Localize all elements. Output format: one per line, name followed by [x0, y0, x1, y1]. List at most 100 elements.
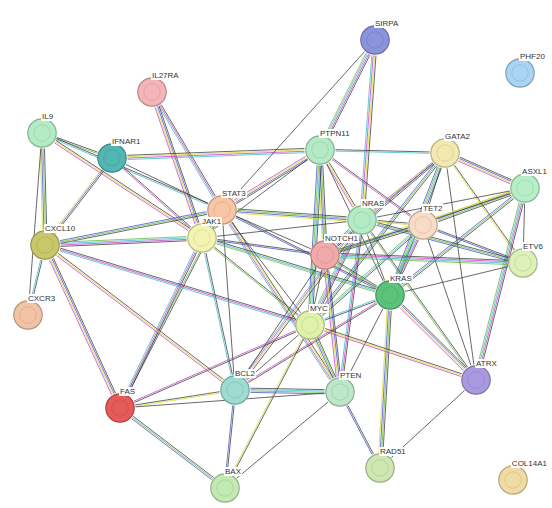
edge-line — [246, 234, 354, 379]
node-circle — [325, 377, 355, 407]
edge-line — [402, 198, 513, 286]
interaction-edge — [237, 209, 346, 221]
edge-line — [155, 107, 195, 224]
edge-line — [237, 402, 328, 478]
node-disc — [31, 231, 59, 259]
node-circle — [187, 223, 217, 253]
interaction-edge — [379, 310, 391, 452]
node-circle — [508, 248, 538, 278]
interaction-edge — [127, 148, 304, 159]
structure-glyph — [517, 180, 534, 197]
edge-line — [338, 264, 377, 288]
node-circle — [295, 310, 325, 340]
edge-line — [479, 203, 520, 365]
edge-line — [205, 253, 231, 375]
node-disc — [511, 174, 539, 202]
node-label: GATA2 — [444, 132, 471, 141]
node-circle — [430, 138, 460, 168]
interaction-edge — [332, 159, 411, 217]
protein-node: PHF20 — [505, 58, 535, 88]
interaction-edge — [126, 165, 208, 204]
interaction-edge — [340, 254, 507, 265]
edge-line — [40, 149, 42, 230]
node-label: IL27RA — [151, 71, 180, 80]
edge-line — [132, 417, 212, 478]
edge-line — [29, 148, 41, 299]
structure-glyph — [37, 237, 54, 254]
edge-line — [377, 191, 510, 217]
protein-node: SIRPA — [360, 25, 390, 55]
interaction-edge — [377, 191, 510, 217]
edge-line — [135, 393, 219, 406]
node-label: PTEN — [339, 371, 362, 380]
interaction-edge — [324, 329, 461, 377]
protein-node: BAX — [210, 473, 240, 503]
edge-line — [314, 340, 331, 379]
edge-line — [340, 258, 507, 265]
structure-glyph — [382, 287, 399, 304]
node-label: KRAS — [389, 274, 413, 283]
edge-line — [206, 253, 232, 375]
node-label: FAS — [119, 387, 136, 396]
structure-glyph — [112, 400, 129, 417]
interaction-edge — [319, 165, 327, 239]
edge-line — [482, 204, 523, 366]
edge-line — [459, 160, 511, 183]
node-label: MYC — [309, 304, 329, 313]
edge-line — [128, 253, 197, 395]
edge-line — [217, 242, 375, 290]
interaction-edge — [377, 223, 509, 261]
edge-line — [214, 248, 298, 316]
protein-node: RAD51 — [365, 453, 395, 483]
node-disc — [138, 78, 166, 106]
edge-line — [377, 225, 508, 260]
edge-line — [438, 230, 509, 257]
interaction-edge — [324, 300, 375, 320]
node-disc — [376, 281, 404, 309]
node-label: SIRPA — [374, 19, 399, 28]
node-label: NOTCH1 — [324, 234, 359, 243]
node-disc — [311, 241, 339, 269]
node-label: JAK1 — [201, 217, 222, 226]
edge-line — [237, 212, 346, 220]
structure-glyph — [437, 145, 454, 162]
edge-line — [380, 310, 388, 452]
node-disc — [188, 224, 216, 252]
edge-line — [236, 160, 308, 204]
edge-line — [156, 107, 196, 224]
interaction-edge — [131, 416, 213, 479]
edge-line — [335, 151, 429, 153]
node-label: IFNAR1 — [111, 137, 141, 146]
edge-line — [405, 267, 508, 292]
interaction-edge — [159, 105, 216, 198]
node-disc — [221, 376, 249, 404]
node-label: NRAS — [361, 199, 385, 208]
interaction-edge — [400, 304, 467, 370]
edge-line — [131, 419, 211, 480]
interaction-edge — [437, 230, 509, 258]
node-label: ETV6 — [522, 242, 544, 251]
edge-line — [362, 55, 373, 204]
edge-line — [325, 329, 462, 374]
structure-glyph — [217, 480, 234, 497]
node-label: BCL2 — [234, 369, 256, 378]
protein-node: BCL2 — [220, 375, 250, 405]
node-label: CXCL10 — [44, 224, 76, 233]
edge-line — [60, 238, 186, 244]
interaction-edge — [318, 164, 436, 313]
interaction-edge — [60, 212, 207, 244]
node-circle — [30, 230, 60, 260]
protein-node: ATRX — [461, 365, 491, 395]
structure-glyph — [415, 217, 432, 234]
edge-line — [321, 166, 437, 314]
edge-line — [158, 106, 198, 223]
protein-node: KRAS — [375, 280, 405, 310]
edge-line — [438, 195, 511, 221]
edge-line — [329, 55, 370, 137]
edge-line — [403, 304, 467, 367]
protein-node: PTEN — [325, 377, 355, 407]
node-disc — [366, 454, 394, 482]
edge-line — [216, 244, 374, 292]
